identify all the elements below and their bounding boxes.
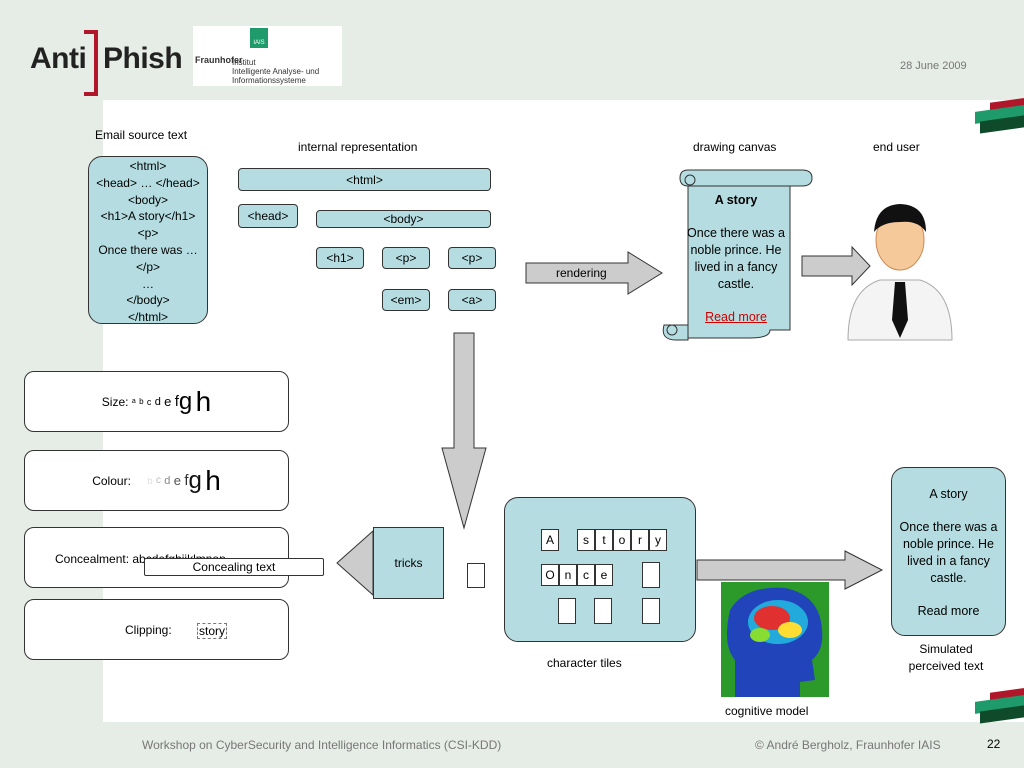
antiphish-logo-phish: Phish	[103, 42, 183, 75]
email-line: <head> … </head>	[96, 175, 200, 190]
size-char: g	[178, 387, 193, 415]
perceived-link: Read more	[917, 604, 980, 618]
node-a: <a>	[448, 289, 496, 311]
size-char: e	[164, 394, 172, 409]
email-line: …	[142, 276, 154, 291]
footer-workshop: Workshop on CyberSecurity and Intelligen…	[142, 738, 502, 752]
trick-size-box: Size: a b c d e f g h	[24, 371, 289, 432]
slide-date: 28 June 2009	[900, 60, 967, 72]
char-tile: e	[595, 564, 613, 586]
char-tile: s	[577, 529, 595, 551]
fraunhofer-line-3: Informationssysteme	[232, 76, 306, 85]
fraunhofer-mark-icon	[250, 28, 268, 48]
email-line: <body>	[127, 192, 169, 207]
size-char: c	[146, 396, 152, 407]
char-tile: A	[541, 529, 559, 551]
colour-char: d	[164, 474, 171, 487]
canvas-scroll-curl-top	[684, 174, 696, 186]
size-char: f	[174, 393, 179, 410]
email-line: </html>	[127, 310, 169, 325]
canvas-title: A story	[714, 193, 758, 207]
antiphish-logo-bracket	[84, 30, 98, 96]
end-user-label: end user	[873, 140, 920, 154]
drawing-canvas-label: drawing canvas	[693, 140, 777, 154]
trick-colour-box: Colour: b c d e f g h	[24, 450, 289, 511]
footer-copyright: © André Bergholz, Fraunhofer IAIS	[755, 738, 941, 752]
char-tile: c	[577, 564, 595, 586]
char-tile: n	[559, 564, 577, 586]
cognitive-model-icon	[721, 582, 829, 697]
canvas-link: Read more	[705, 310, 767, 324]
cognitive-model-label: cognitive model	[725, 704, 809, 718]
character-tiles-label: character tiles	[547, 656, 622, 670]
node-h1: <h1>	[316, 247, 364, 269]
rendering-arrow	[525, 251, 663, 295]
email-line: <p>	[137, 226, 159, 241]
perceived-title: A story	[929, 487, 968, 501]
canvas-scroll-top	[679, 169, 813, 187]
colour-char: c	[155, 475, 161, 486]
char-tile: O	[541, 564, 559, 586]
size-char: a	[131, 398, 136, 405]
perceived-text: Once there was a noble prince. He lived …	[899, 520, 998, 585]
size-char: h	[195, 385, 212, 417]
email-line: <h1>A story</h1>	[100, 209, 196, 224]
email-line: Once there was …	[98, 242, 198, 257]
size-char: b	[139, 397, 144, 406]
colour-char: e	[173, 473, 181, 488]
concealing-text-box: Concealing text	[144, 558, 324, 576]
colour-char: g	[188, 466, 202, 494]
fraunhofer-iais-text: IAIS	[253, 40, 265, 46]
canvas-scroll-curl-bottom	[666, 324, 678, 336]
fraunhofer-line-2: Intelligente Analyse- und	[232, 67, 320, 76]
email-line: <html>	[129, 159, 167, 173]
email-source-label: Email source text	[95, 128, 188, 142]
node-p-2: <p>	[448, 247, 496, 269]
down-arrow	[441, 332, 487, 530]
canvas-content: A story Once there was a noble prince. H…	[685, 192, 787, 326]
trick-colour-label: Colour:	[92, 473, 131, 488]
fraunhofer-name: Fraunhofer	[195, 55, 243, 65]
node-html: <html>	[238, 168, 491, 191]
email-line: </body>	[126, 293, 170, 308]
trick-clipping-box: Clipping: story	[24, 599, 289, 660]
perceived-text-box: A story Once there was a noble prince. H…	[891, 467, 1006, 636]
fraunhofer-line-1: Institut	[232, 58, 256, 67]
node-p-1: <p>	[382, 247, 430, 269]
trick-size-label: Size:	[101, 394, 129, 409]
page-number: 22	[987, 737, 1001, 751]
node-em: <em>	[382, 289, 430, 311]
colour-char: b	[147, 475, 153, 486]
email-line: </p>	[135, 259, 161, 274]
size-char: d	[154, 395, 161, 408]
char-tile: y	[649, 529, 667, 551]
blank-tile	[642, 562, 660, 588]
char-tile: r	[631, 529, 649, 551]
node-head: <head>	[238, 204, 298, 228]
blank-tile	[594, 598, 612, 624]
blank-tile	[558, 598, 576, 624]
tricks-box: tricks	[373, 527, 444, 599]
canvas-text: Once there was a noble prince. He lived …	[687, 226, 785, 291]
empty-tile	[467, 563, 485, 588]
char-tile: o	[613, 529, 631, 551]
tricks-left-arrow	[336, 529, 374, 597]
internal-representation-label: internal representation	[298, 140, 418, 154]
header-band	[0, 0, 1024, 100]
tiles-to-perceived-arrow	[696, 550, 884, 590]
end-user-icon	[847, 204, 953, 341]
colour-char: f	[184, 472, 189, 489]
perceived-label: Simulated perceived text	[908, 642, 984, 673]
char-tile: t	[595, 529, 613, 551]
node-body: <body>	[316, 210, 491, 228]
rendering-label: rendering	[556, 266, 607, 280]
colour-char: h	[205, 464, 221, 496]
trick-clipping-text: story	[197, 623, 228, 639]
email-source-box: <html> <head> … </head> <body> <h1>A sto…	[88, 156, 208, 324]
blank-tile	[642, 598, 660, 624]
antiphish-logo-anti: Anti	[30, 42, 87, 75]
trick-clipping-label: Clipping:	[125, 623, 172, 637]
canvas-to-user-arrow	[801, 245, 871, 287]
